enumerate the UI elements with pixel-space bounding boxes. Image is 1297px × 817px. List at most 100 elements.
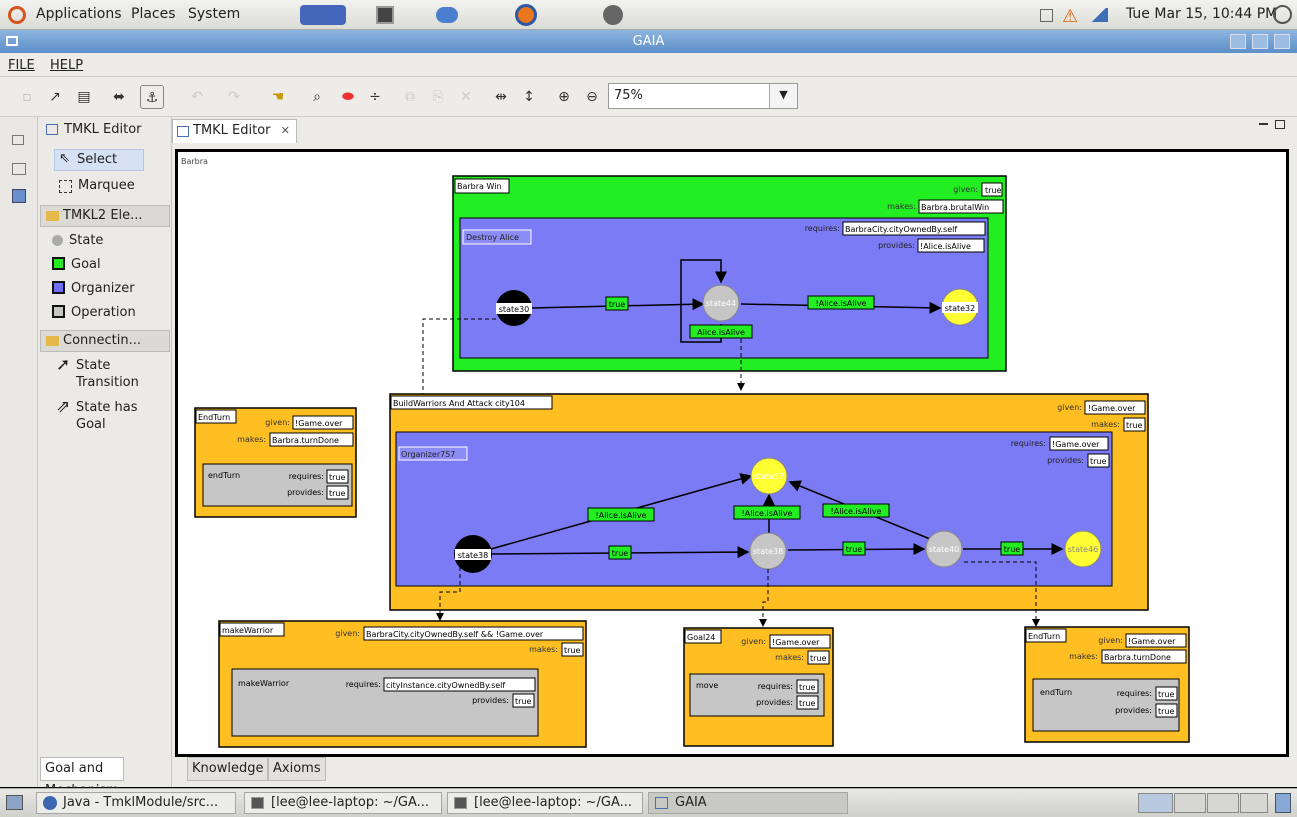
transition-label-box[interactable]: [605, 296, 629, 311]
undo-icon[interactable]: ↶: [191, 89, 203, 105]
chevron-down-icon[interactable]: ▼: [769, 84, 797, 108]
close-tab-icon[interactable]: ✕: [280, 124, 290, 137]
given-field[interactable]: [1125, 633, 1187, 648]
people-launcher-icon[interactable]: [436, 7, 458, 23]
split-icon[interactable]: ÷: [369, 89, 381, 105]
maximize-icon[interactable]: [1252, 34, 1268, 49]
makes-field[interactable]: [1123, 417, 1146, 432]
has-goal-link[interactable]: [964, 561, 1040, 627]
makes-field[interactable]: [269, 432, 354, 447]
requires-field[interactable]: [1155, 686, 1178, 701]
zoom-combo[interactable]: 75% ▼: [608, 83, 798, 109]
show-desktop-icon[interactable]: [6, 795, 23, 810]
restore-icon[interactable]: [12, 135, 24, 145]
diagram-canvas[interactable]: Barbra Barbra Win given: true makes: Bar…: [175, 149, 1289, 757]
provides-field[interactable]: [326, 485, 349, 500]
terminal-launcher-icon[interactable]: [376, 6, 394, 24]
makes-field[interactable]: [807, 650, 830, 665]
help-menu[interactable]: HELP: [50, 58, 84, 73]
transition-label-box[interactable]: [842, 541, 866, 556]
given-field[interactable]: [769, 634, 831, 649]
state-node[interactable]: [1064, 530, 1102, 568]
power-icon[interactable]: [1273, 5, 1292, 24]
task-terminal-2[interactable]: [lee@lee-laptop: ~/GA...: [447, 792, 643, 814]
eraser-icon[interactable]: ⬬: [342, 89, 354, 105]
palette-state[interactable]: State: [52, 233, 103, 248]
given-field[interactable]: [981, 182, 1003, 197]
palette-organizer[interactable]: Organizer: [52, 281, 135, 296]
task-terminal-1[interactable]: [lee@lee-laptop: ~/GA...: [244, 792, 442, 814]
transition-label-box[interactable]: [587, 507, 655, 522]
provides-field[interactable]: [796, 695, 819, 710]
provides-field[interactable]: [917, 238, 985, 253]
eclipse-icon[interactable]: [603, 5, 623, 25]
pointer-icon[interactable]: ☚: [271, 89, 285, 105]
connect-icon[interactable]: ↗: [49, 89, 61, 105]
requires-field[interactable]: [383, 677, 536, 692]
makes-field[interactable]: [1101, 649, 1187, 664]
view-icon[interactable]: [12, 163, 26, 175]
window-titlebar[interactable]: GAIA: [0, 30, 1297, 53]
tray-icon[interactable]: [1040, 9, 1053, 22]
transition-label-box[interactable]: [608, 545, 632, 560]
link-icon[interactable]: ⬌: [113, 89, 125, 105]
minimize-view-icon[interactable]: [1259, 123, 1268, 125]
zoom-in-icon[interactable]: ⊕: [558, 89, 570, 105]
task-java[interactable]: Java - TmklModule/src...: [36, 792, 236, 814]
marquee-tool[interactable]: Marquee: [54, 176, 154, 198]
warning-icon[interactable]: ⚠: [1062, 6, 1079, 27]
provides-field[interactable]: [512, 693, 535, 708]
state-node[interactable]: [925, 530, 963, 568]
network-icon[interactable]: [1090, 8, 1108, 22]
diagram-svg[interactable]: Barbra Barbra Win given: true makes: Bar…: [178, 152, 1286, 754]
transition-label-box[interactable]: [1000, 541, 1024, 556]
find-icon[interactable]: ⌕: [313, 89, 321, 105]
places-menu[interactable]: Places: [131, 6, 176, 22]
tab-goal-and-mechanism[interactable]: Goal and Mechanism: [40, 757, 124, 798]
workspace-4[interactable]: [1240, 793, 1268, 813]
operation-endturn[interactable]: [1032, 678, 1180, 732]
new-icon[interactable]: ▫: [22, 89, 32, 105]
provides-field[interactable]: [1087, 453, 1110, 468]
workspace-2[interactable]: [1174, 793, 1206, 813]
transition-label-box[interactable]: [733, 505, 801, 520]
has-goal-link[interactable]: [392, 318, 496, 408]
file-menu[interactable]: FILE: [8, 58, 35, 73]
makes-field[interactable]: [918, 199, 1004, 214]
given-field[interactable]: [363, 626, 584, 641]
requires-field[interactable]: [1049, 436, 1109, 451]
requires-field[interactable]: [842, 221, 986, 236]
palette-tab[interactable]: TMKL Editor: [42, 117, 170, 143]
align-vertical-icon[interactable]: ↕: [523, 89, 535, 105]
firefox-icon[interactable]: [515, 4, 537, 26]
palette-goal[interactable]: Goal: [52, 257, 101, 272]
palette-operation[interactable]: Operation: [52, 305, 136, 320]
workspace-1[interactable]: [1138, 793, 1173, 813]
align-horizontal-icon[interactable]: ⇹: [495, 89, 507, 105]
given-field[interactable]: [292, 415, 354, 430]
task-gaia[interactable]: GAIA: [648, 792, 848, 814]
launcher-icon[interactable]: [300, 5, 346, 25]
has-goal-link[interactable]: [436, 567, 461, 621]
requires-field[interactable]: [326, 469, 349, 484]
transition-label-box[interactable]: [822, 503, 890, 518]
zoom-out-icon[interactable]: ⊖: [586, 89, 598, 105]
anchor-icon[interactable]: ⚓: [140, 85, 164, 109]
trash-icon[interactable]: [1275, 793, 1291, 813]
transition-label-box[interactable]: [807, 295, 875, 310]
close-icon[interactable]: [1274, 34, 1290, 49]
given-field[interactable]: [1084, 400, 1146, 415]
connections-drawer[interactable]: Connectin...: [40, 330, 170, 352]
clock[interactable]: Tue Mar 15, 10:44 PM: [1126, 6, 1278, 22]
zoom-value[interactable]: 75%: [614, 88, 643, 103]
state-node[interactable]: [702, 284, 740, 322]
makes-field[interactable]: [561, 642, 584, 657]
system-menu[interactable]: System: [188, 6, 241, 22]
select-tool[interactable]: ⇖ Select: [54, 149, 144, 171]
workspace-3[interactable]: [1207, 793, 1239, 813]
minimize-icon[interactable]: [1230, 34, 1246, 49]
delete-icon[interactable]: ✕: [460, 89, 472, 105]
ubuntu-logo-icon[interactable]: [8, 6, 26, 24]
